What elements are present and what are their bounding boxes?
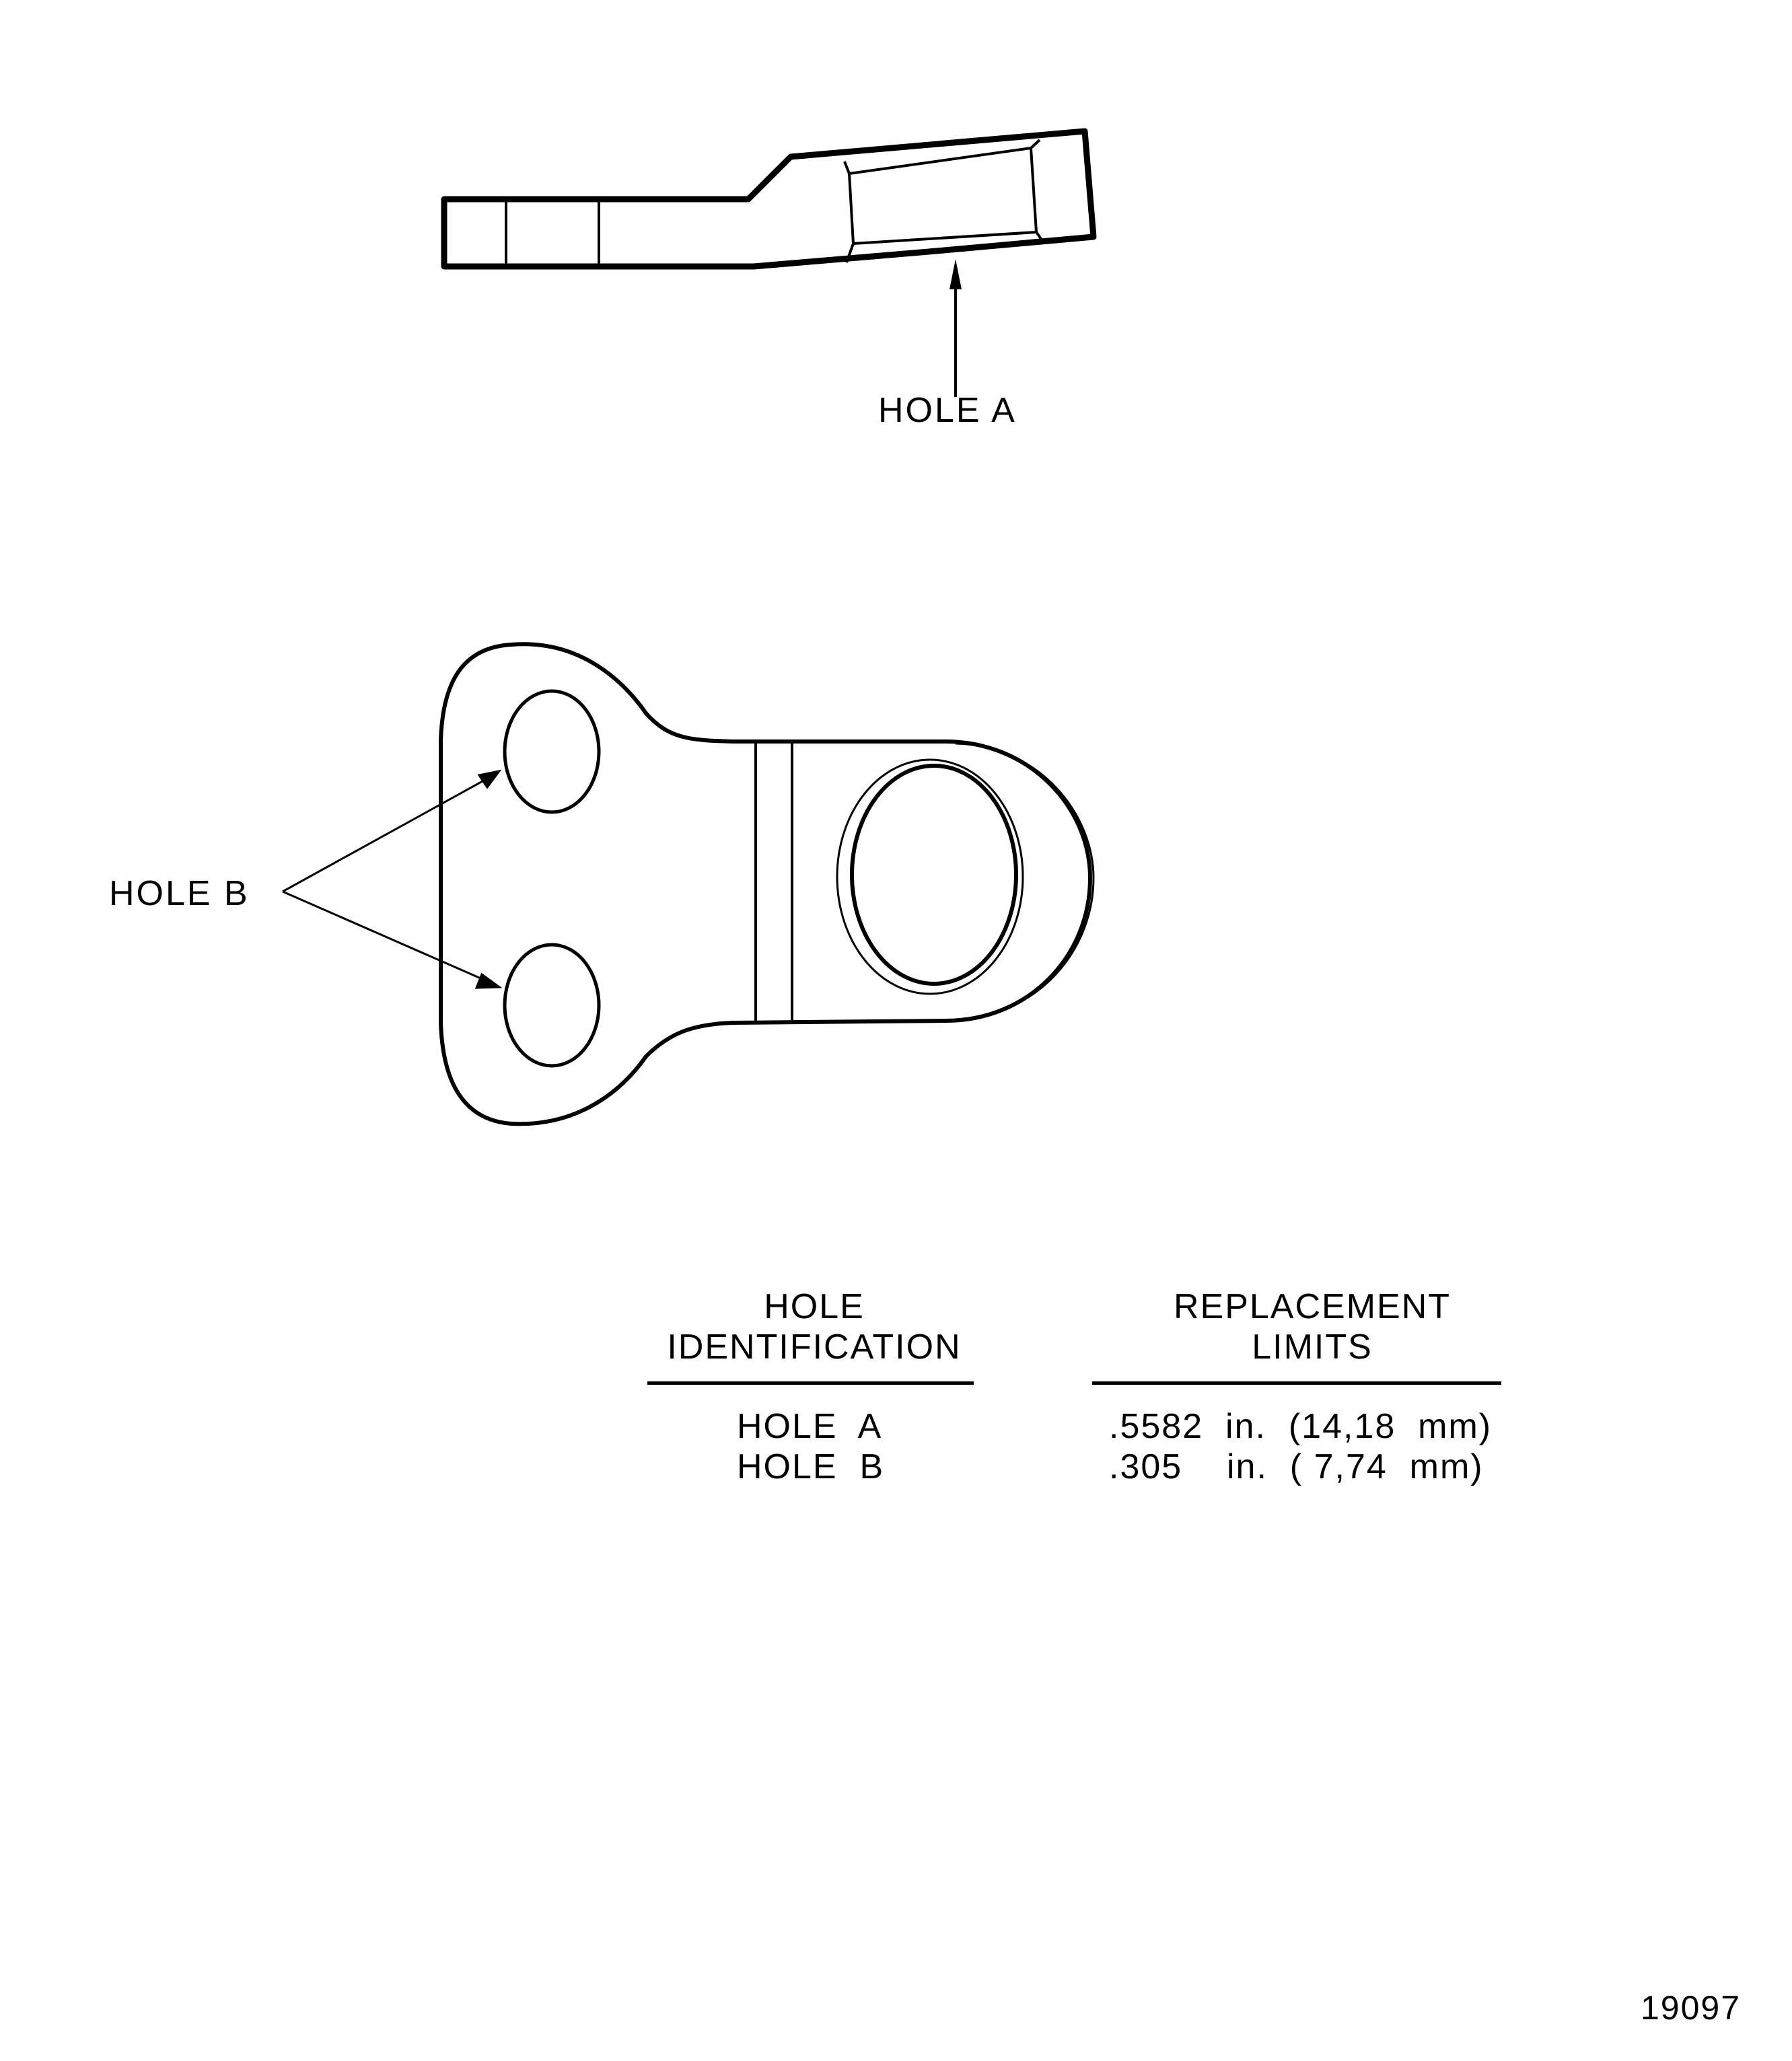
header-rule-left <box>647 1381 974 1385</box>
figure-number: 19097 <box>1641 1989 1742 2027</box>
header-hole-identification: HOLE IDENTIFICATION <box>649 1287 979 1367</box>
side-view-part <box>441 128 1097 270</box>
header-rule-right <box>1092 1381 1501 1385</box>
hole-b-label: HOLE B <box>109 874 250 913</box>
header-line2: IDENTIFICATION <box>667 1328 962 1367</box>
hole-center-large <box>850 764 1018 986</box>
plan-view-part <box>439 642 1095 1126</box>
row-hole-a-id: HOLE A <box>737 1407 883 1446</box>
hole-b-arrows <box>282 769 503 989</box>
header-line1: HOLE <box>764 1287 865 1326</box>
hole-b-lower <box>503 943 601 1068</box>
header-replacement-limits: REPLACEMENT LIMITS <box>1090 1287 1534 1367</box>
header-line1: REPLACEMENT <box>1173 1287 1451 1326</box>
row-hole-b-id: HOLE B <box>737 1447 885 1486</box>
header-line2: LIMITS <box>1252 1328 1373 1367</box>
hole-a-label: HOLE A <box>878 391 1017 430</box>
hole-a-arrow <box>949 259 962 397</box>
hole-b-upper <box>503 689 601 814</box>
row-hole-b-limit: .305 in. ( 7,74 mm) <box>1109 1447 1484 1486</box>
row-hole-a-limit: .5582 in. (14,18 mm) <box>1109 1407 1493 1446</box>
